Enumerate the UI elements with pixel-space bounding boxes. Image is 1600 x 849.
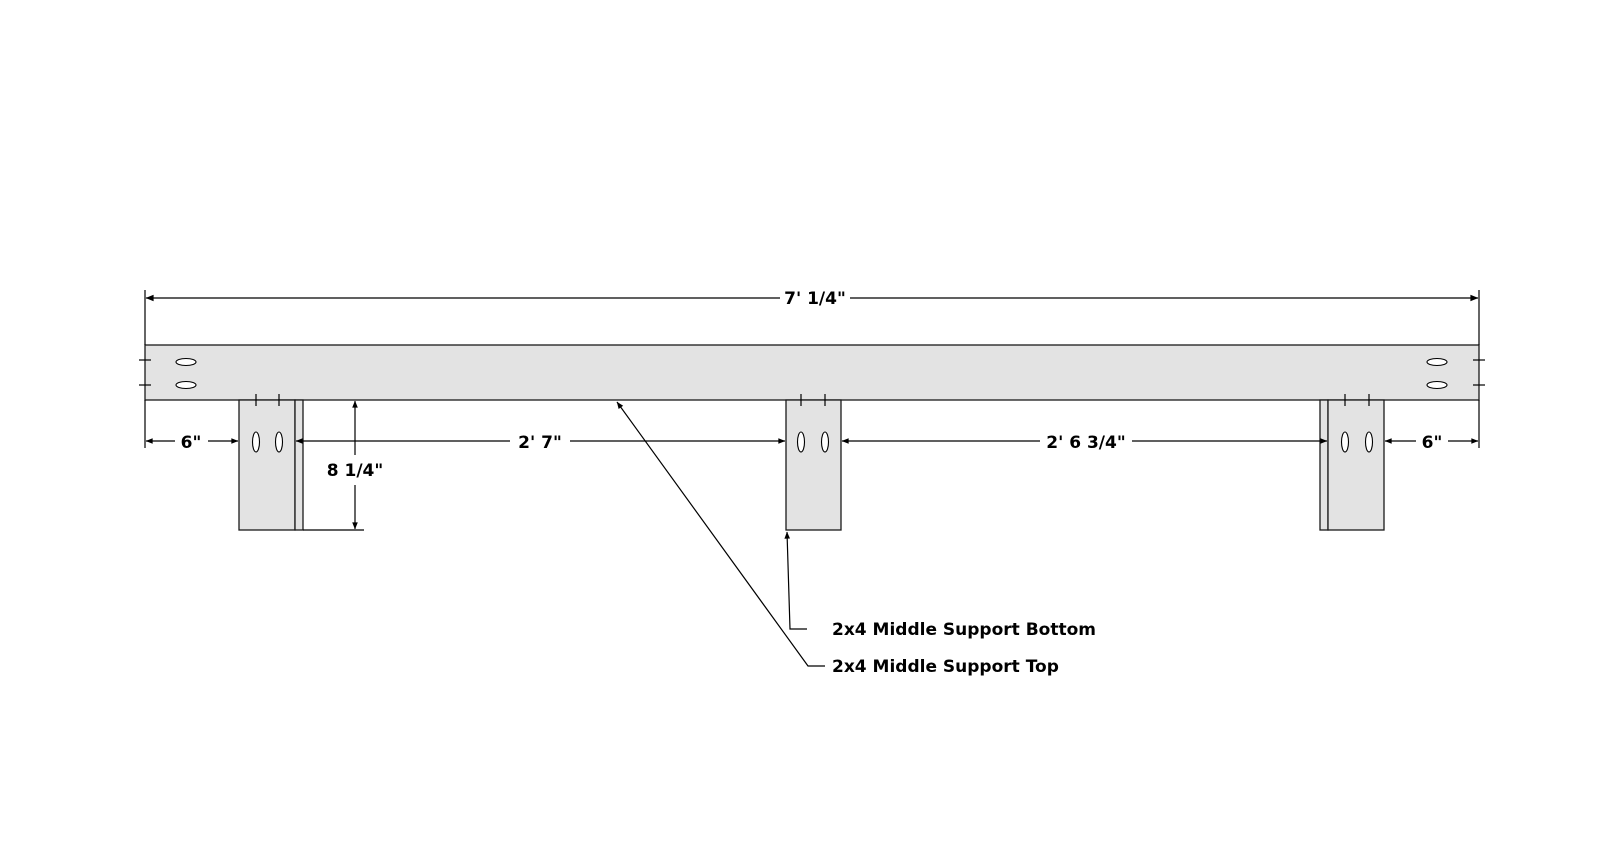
overall-length-dimension: 7' 1/4": [144, 289, 1480, 345]
support-height-dimension: 8 1/4": [303, 400, 383, 531]
right-end-dimension: 6": [1384, 433, 1479, 453]
support-bottom-label: 2x4 Middle Support Bottom: [832, 620, 1096, 640]
left-end-dimension: 6": [145, 433, 239, 453]
support-top-callout: 2x4 Middle Support Top: [616, 401, 1059, 677]
right-span-label: 2' 6 3/4": [1046, 433, 1125, 453]
middle-support-leg: [785, 394, 842, 531]
right-end-label: 6": [1422, 433, 1443, 453]
right-support-leg: [1319, 394, 1385, 531]
left-end-label: 6": [181, 433, 202, 453]
screw-hole-icon: [175, 357, 1448, 390]
support-bottom-callout: 2x4 Middle Support Bottom: [784, 531, 1096, 640]
top-board: [139, 344, 1485, 401]
support-top-label: 2x4 Middle Support Top: [832, 657, 1059, 677]
support-height-label: 8 1/4": [327, 461, 383, 481]
left-support-leg: [238, 394, 304, 531]
left-span-label: 2' 7": [518, 433, 562, 453]
left-span-dimension: 2' 7": [295, 433, 786, 453]
right-span-dimension: 2' 6 3/4": [841, 433, 1328, 453]
overall-length-label: 7' 1/4": [784, 289, 846, 309]
